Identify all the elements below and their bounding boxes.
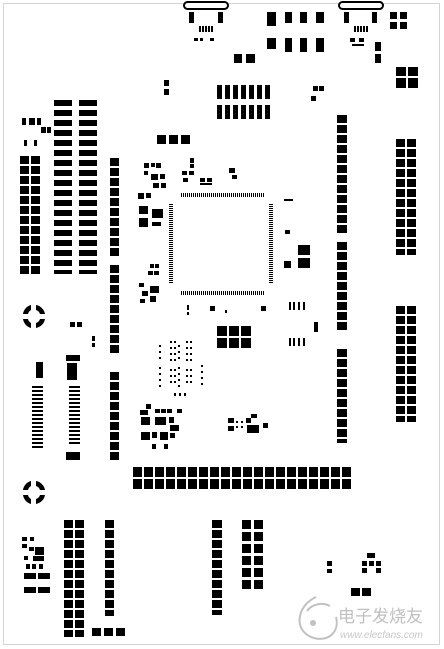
pad-block-center <box>217 326 251 348</box>
header-column-left-b <box>110 265 119 353</box>
mounting-hole-top <box>23 305 45 328</box>
header-column-center-right-a <box>337 115 347 233</box>
mounting-hole-bottom <box>23 481 45 504</box>
usb-connector-right <box>338 1 407 63</box>
header-column-left-c <box>110 372 119 460</box>
parts-bottom-left <box>22 537 50 593</box>
ic-array-top <box>217 85 324 119</box>
board-outline <box>3 3 440 645</box>
fine-pitch-connector <box>32 355 80 460</box>
parts-bottom-right <box>327 553 381 596</box>
qfp-chip-footprint <box>169 193 273 295</box>
small-pads-top-right <box>375 12 407 63</box>
header-column-bottom-center <box>212 520 222 615</box>
header-column-left-a <box>110 158 119 256</box>
parts-left-middle <box>70 322 95 347</box>
pad-block-far-right-top <box>396 67 418 88</box>
top-center-small <box>157 80 190 144</box>
header-left-grid <box>20 156 40 274</box>
watermark-logo <box>298 596 338 640</box>
parts-top-left <box>22 118 51 146</box>
header-grid-far-right-a <box>396 139 416 255</box>
header-grid-far-right-b <box>396 306 416 422</box>
parts-lower-center-left <box>140 404 182 449</box>
header-grid-bottom-center <box>242 520 263 589</box>
qfp-pins-left <box>169 204 173 283</box>
watermark-url: www.elecfans.com <box>340 630 423 641</box>
usb-right-pins <box>344 12 377 46</box>
parts-qfp-right <box>284 199 318 346</box>
parts-qfp-lower-left <box>139 264 266 315</box>
header-column-center-right-b <box>337 242 347 330</box>
soic-chip-group <box>159 341 203 396</box>
header-grid-bottom-left <box>64 520 84 637</box>
header-column-center-right-c <box>337 349 347 443</box>
watermark: 电子发烧友 www.elecfans.com <box>298 596 423 641</box>
header-column-bottom-left <box>92 520 125 636</box>
usb-left-pins <box>189 12 223 41</box>
chip-center-lower <box>228 414 268 433</box>
header-strip-horizontal <box>133 467 351 489</box>
qfp-pins-right <box>269 204 273 283</box>
connector-dual-column <box>54 100 97 274</box>
qfp-pins-bottom <box>181 291 264 295</box>
top-power-pads <box>234 12 324 63</box>
qfp-pins-top <box>181 193 264 197</box>
watermark-title: 电子发烧友 <box>338 607 423 627</box>
usb-connector-left <box>183 1 229 41</box>
parts-cluster-qfp-left <box>138 158 237 227</box>
